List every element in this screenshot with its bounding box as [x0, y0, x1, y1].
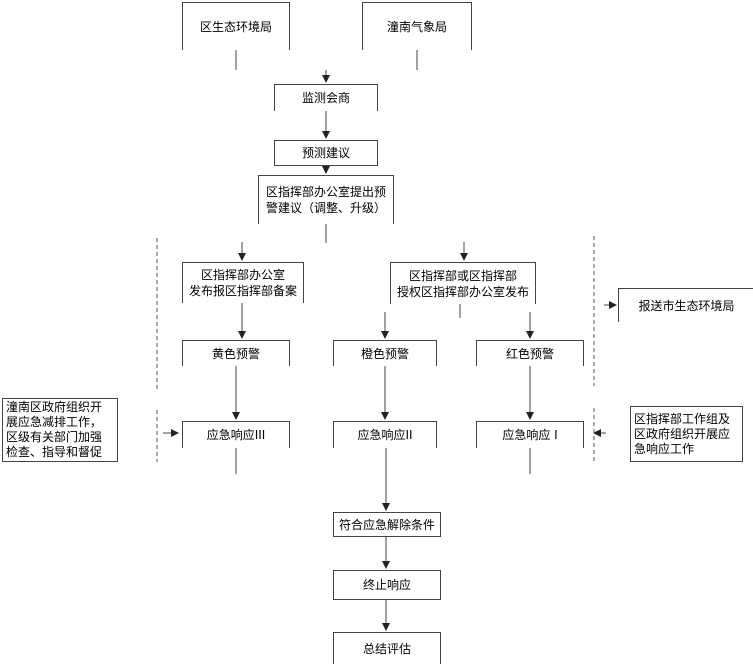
- yellow-warning-label: 黄色预警: [211, 346, 260, 361]
- red-warning-box: 红色预警: [476, 340, 584, 366]
- summary-evaluation-box: 总结评估: [333, 632, 441, 664]
- forecast-box: 预测建议: [274, 140, 378, 166]
- env-bureau-box: 区生态环境局: [182, 2, 290, 50]
- forecast-label: 预测建议: [301, 146, 350, 160]
- orange-warning-box: 橙色预警: [333, 340, 437, 366]
- terminate-response-box: 终止响应: [333, 570, 441, 600]
- right-note-box: 区指挥部工作组及 区政府组织开展应 急响应工作: [630, 406, 743, 462]
- left-note-label: 潼南区政府组织开 展应急减排工作， 区级有关部门加强 检查、指导和督促: [6, 400, 103, 459]
- monitor-box: 监测会商: [274, 84, 378, 111]
- response-level-3-label: 应急响应III: [206, 428, 266, 442]
- report-city-box: 报送市生态环境局: [618, 288, 753, 322]
- response-level-2-box: 应急响应II: [333, 421, 437, 448]
- orange-warning-label: 橙色预警: [360, 346, 409, 361]
- lift-condition-label: 符合应急解除条件: [338, 517, 435, 532]
- proposal-label: 区指挥部办公室提出预 警建议（调整、升级）: [265, 185, 386, 215]
- summary-evaluation-label: 总结评估: [362, 641, 411, 656]
- report-city-label: 报送市生态环境局: [638, 298, 735, 313]
- lift-condition-box: 符合应急解除条件: [333, 512, 441, 537]
- office-publish-label: 区指挥部办公室 发布报区指挥部备案: [188, 268, 297, 298]
- weather-bureau-box: 潼南气象局: [362, 2, 472, 50]
- response-level-1-box: 应急响应 I: [476, 421, 584, 448]
- yellow-warning-box: 黄色预警: [182, 340, 290, 366]
- response-level-3-box: 应急响应III: [182, 421, 290, 448]
- office-publish-box: 区指挥部办公室 发布报区指挥部备案: [182, 262, 304, 303]
- left-note-box: 潼南区政府组织开 展应急减排工作， 区级有关部门加强 检查、指导和督促: [2, 398, 118, 462]
- authorized-publish-label: 区指挥部或区指挥部 授权区指挥部办公室发布: [396, 268, 529, 299]
- proposal-box: 区指挥部办公室提出预 警建议（调整、升级）: [258, 175, 394, 224]
- env-bureau-label: 区生态环境局: [199, 19, 272, 34]
- terminate-response-label: 终止响应: [362, 578, 411, 592]
- weather-bureau-label: 潼南气象局: [386, 19, 447, 34]
- monitor-label: 监测会商: [301, 91, 350, 105]
- authorized-publish-box: 区指挥部或区指挥部 授权区指挥部办公室发布: [390, 262, 536, 304]
- response-level-1-label: 应急响应 I: [502, 428, 558, 442]
- response-level-2-label: 应急响应II: [357, 428, 413, 442]
- red-warning-label: 红色预警: [505, 346, 554, 361]
- right-note-label: 区指挥部工作组及 区政府组织开展应 急响应工作: [634, 411, 731, 456]
